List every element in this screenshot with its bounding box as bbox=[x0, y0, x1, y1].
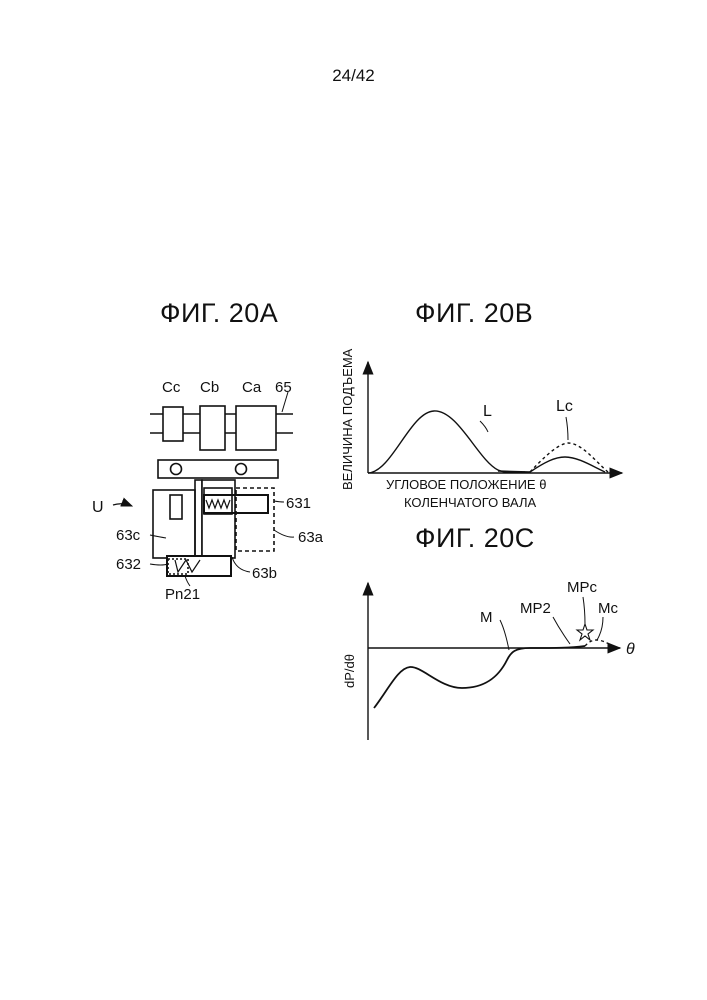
fig-20b-xlabel-line1: УГЛОВОЕ ПОЛОЖЕНИЕ θ bbox=[386, 477, 546, 492]
label-cb: Cb bbox=[200, 379, 219, 396]
curve-baseline bbox=[498, 471, 530, 472]
cam-cc bbox=[163, 407, 183, 441]
label-cc: Cc bbox=[162, 379, 181, 396]
fig-20b-labels: ВЕЛИЧИНА ПОДЪЕМА УГЛОВОЕ ПОЛОЖЕНИЕ θ КОЛ… bbox=[340, 348, 573, 510]
label-lc: Lc bbox=[556, 398, 573, 415]
label-mc: Mc bbox=[598, 600, 618, 617]
leader-l bbox=[480, 421, 488, 432]
curve-l bbox=[368, 411, 525, 473]
label-m: M bbox=[480, 609, 493, 626]
arm-63b bbox=[202, 480, 235, 558]
cam-ca bbox=[236, 406, 276, 450]
label-63b: 63b bbox=[252, 565, 277, 582]
label-65: 65 bbox=[275, 379, 292, 396]
leader-lc bbox=[566, 417, 568, 440]
label-632: 632 bbox=[116, 556, 141, 573]
label-mpc: MPc bbox=[567, 579, 598, 596]
leader-632 bbox=[150, 564, 168, 565]
arm-column bbox=[195, 480, 202, 558]
leader-pn21 bbox=[185, 576, 190, 586]
fig-20b-graph bbox=[368, 362, 622, 473]
label-ca: Ca bbox=[242, 379, 262, 396]
fig-20b-xlabel-line2: КОЛЕНЧАТОГО ВАЛА bbox=[404, 495, 537, 510]
fig-20b-ylabel: ВЕЛИЧИНА ПОДЪЕМА bbox=[340, 348, 355, 490]
leader-mc bbox=[597, 617, 603, 640]
curve-mc bbox=[585, 640, 612, 646]
leader-mp2 bbox=[553, 617, 570, 644]
fig-20c-graph bbox=[368, 583, 620, 740]
label-l: L bbox=[483, 403, 492, 420]
leader-63a bbox=[274, 530, 294, 537]
fig-20c-labels: dP/dθ θ M MP2 MPc Mc bbox=[342, 579, 635, 688]
leader-631 bbox=[274, 501, 284, 502]
label-u: U bbox=[92, 499, 104, 516]
leader-mpc bbox=[583, 597, 585, 624]
label-631: 631 bbox=[286, 495, 311, 512]
u-arrow-icon bbox=[113, 504, 132, 506]
label-mp2: MP2 bbox=[520, 600, 551, 617]
leader-m bbox=[500, 620, 509, 650]
fig-20c-theta: θ bbox=[626, 641, 635, 658]
fig-20c-ylabel: dP/dθ bbox=[342, 654, 357, 688]
curve-m bbox=[374, 646, 585, 708]
arm-63c bbox=[153, 490, 195, 558]
cam-cb bbox=[200, 406, 225, 450]
label-63a: 63a bbox=[298, 529, 324, 546]
mpc-star-icon bbox=[577, 624, 593, 640]
label-pn21: Pn21 bbox=[165, 586, 200, 603]
leader-63b bbox=[232, 557, 250, 572]
label-63c: 63c bbox=[116, 527, 141, 544]
